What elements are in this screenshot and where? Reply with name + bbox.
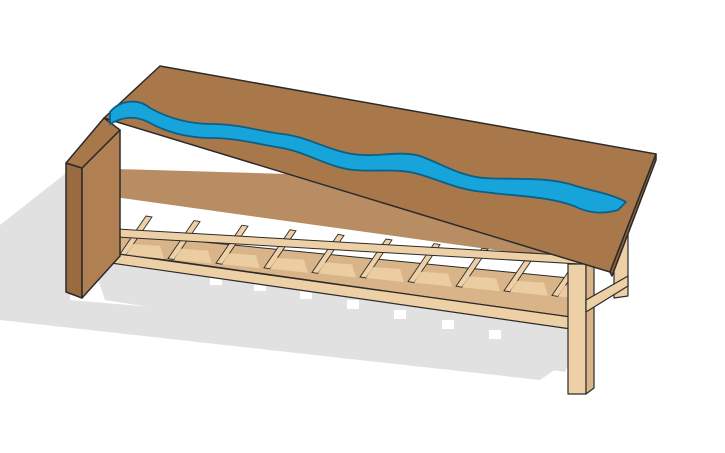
- floor-gap: [347, 300, 359, 309]
- floor-gap: [210, 276, 222, 285]
- tabletop-edge: [609, 153, 657, 277]
- floor-gap: [254, 282, 266, 291]
- resin-river: [109, 100, 627, 214]
- floor-gap: [489, 330, 501, 339]
- shelf-board-highlight: [318, 262, 356, 278]
- floor-gap: [442, 320, 454, 329]
- shelf-board-highlight: [270, 257, 308, 273]
- front-right-leg: [567, 263, 587, 395]
- shelf-board-highlight: [126, 244, 164, 259]
- shelf-board-highlight: [462, 276, 500, 292]
- shelf-board-highlight: [222, 253, 260, 269]
- shelf-board-highlight: [414, 271, 452, 287]
- shelf-board-highlight: [366, 267, 404, 282]
- left-end-panel-front: [65, 162, 83, 299]
- front-right-leg-side: [585, 259, 595, 395]
- shelf-board-highlight: [174, 248, 212, 264]
- ground-shadow: [0, 170, 590, 380]
- floor-gap: [300, 290, 312, 299]
- floor-gap: [394, 310, 406, 319]
- shelf-board-highlight: [510, 280, 548, 296]
- floor-slat-gaps: [210, 276, 501, 339]
- left-end-panel-edge: [65, 117, 121, 169]
- right-side-rail: [585, 275, 629, 313]
